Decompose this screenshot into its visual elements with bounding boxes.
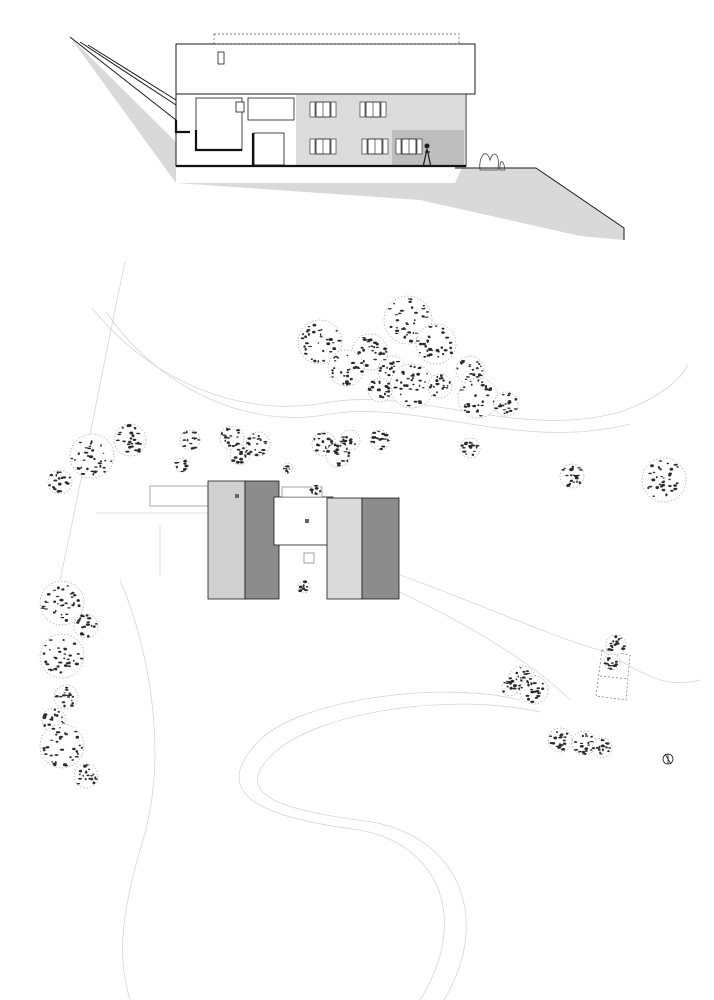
roof-ridge-dashed: [213, 33, 460, 45]
roof: [175, 43, 476, 95]
tree-icon: [427, 373, 453, 399]
roof-volume-central: [273, 496, 334, 546]
outbuilding-dashed: [595, 649, 631, 701]
elevation-window: [361, 138, 389, 155]
tree-icon: [603, 653, 621, 671]
roof-volume-light-west: [207, 480, 246, 600]
roof-volume-dark-east: [361, 497, 400, 600]
upper-window-band: [247, 97, 295, 121]
chimney: [217, 51, 225, 65]
tree-icon: [501, 679, 519, 697]
roof-volume-dark-west: [244, 480, 280, 600]
tree-icon: [325, 442, 351, 468]
chimney-plan-2: [305, 519, 309, 523]
tree-icon: [69, 433, 115, 479]
tree-icon: [229, 444, 251, 466]
annex-roof: [149, 485, 209, 507]
hillside-lines: [79, 41, 177, 106]
excavated-cellar: [195, 97, 243, 151]
ground-floor-opening: [253, 132, 285, 166]
elevation-window: [309, 101, 337, 118]
tree-icon: [559, 463, 585, 489]
tree-icon: [309, 484, 322, 496]
tree-icon: [39, 580, 85, 626]
terrace-north: [281, 486, 323, 498]
tree-icon: [47, 469, 73, 495]
plot-boundary: [96, 512, 208, 575]
window-group: [235, 101, 423, 155]
tree-icon: [327, 349, 365, 387]
contour-west: [59, 261, 126, 581]
road-line-north-2: [105, 311, 631, 433]
tree-icon: [297, 319, 343, 365]
tree-icon: [73, 763, 99, 789]
building-footprint: [149, 480, 400, 600]
tree-icon: [219, 425, 245, 451]
tree-icon: [457, 377, 499, 419]
tree-icon: [455, 355, 485, 385]
tree-icon: [369, 429, 391, 451]
tree-icon: [73, 613, 99, 639]
terrain-curve-west: [119, 579, 156, 1000]
terrain-curve-south-2: [257, 703, 541, 1000]
north-arrow-icon: [662, 753, 674, 765]
tree-icon: [415, 323, 457, 365]
elevation-window: [395, 138, 423, 155]
tree-icon: [367, 377, 393, 403]
chimney-plan: [235, 494, 239, 498]
tree-icon: [53, 684, 79, 710]
tree-icon: [641, 457, 687, 503]
tree-icon: [297, 580, 311, 594]
tree-icon: [179, 429, 201, 451]
shrub-elevation: [479, 153, 506, 171]
tree-icon: [547, 727, 573, 753]
tree-icon: [174, 457, 190, 473]
site-plan: [39, 261, 701, 1000]
elevation-window: [359, 101, 387, 118]
tree-icon: [493, 391, 519, 417]
elevation-window: [309, 138, 337, 155]
tree-icon: [113, 423, 147, 457]
tree-icon: [389, 363, 435, 409]
terrain-curve-south: [238, 691, 521, 1000]
tree-icon: [519, 675, 549, 705]
tree-icon: [282, 462, 294, 474]
tree-icon: [39, 723, 85, 769]
tree-icon: [459, 437, 481, 459]
tree-icon: [39, 633, 85, 679]
section-elevation: [69, 33, 625, 240]
ground-profile-line: [69, 36, 625, 240]
person-icon: [422, 143, 432, 168]
tree-icon: [245, 431, 271, 457]
tree-icon: [605, 634, 627, 656]
section-cut-walls: [174, 120, 466, 168]
roof-volume-light-east: [326, 497, 363, 600]
entrance-canopy: [303, 552, 315, 564]
driveway-line-2: [394, 589, 571, 701]
ground-section: [70, 37, 624, 240]
tree-layer: [39, 295, 687, 789]
driveway-line: [399, 574, 701, 684]
tree-icon: [591, 737, 613, 759]
elevation-window: [235, 101, 245, 113]
